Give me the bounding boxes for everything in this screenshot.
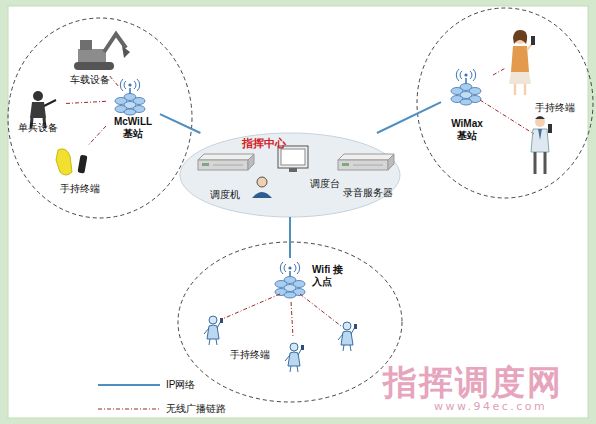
legend-label: IP网络 [166,378,195,392]
wireless-link-extra [300,294,341,326]
wireless-link-extra [220,100,534,326]
device-box: 手持终端 [230,336,310,374]
legend-sample [98,380,160,390]
node-label: WiMax 基站 [447,118,487,142]
node-label: 手持终端 [60,183,100,195]
man-icon [535,116,545,119]
wireless-link [110,76,118,86]
man-icon [531,129,549,152]
wireless-link-extra [480,100,534,134]
man-icon [538,129,542,140]
handheld-icon [56,149,72,175]
console-icon [252,192,272,198]
device-box: 手持终端 [45,145,115,195]
watermark: 指挥调度网 [383,360,563,406]
console-icon [289,168,297,172]
excavator-icon [78,49,106,62]
frame [8,6,588,418]
wimax-tower [451,69,481,105]
soldier-icon [33,91,43,101]
legend-label: 无线广播链路 [166,402,226,416]
device-box: 调度机 [195,153,255,201]
excavator-icon [80,40,92,50]
device-box: 车载设备 [55,30,125,86]
woman-icon [509,30,535,95]
watermark: www.94ec.com [434,400,547,413]
device-box: 单兵设备 [12,86,64,134]
excavator-icon [74,34,130,70]
wireless-link [291,302,293,336]
man-icon [531,116,552,174]
excavator-icon [122,46,130,58]
network-areas [417,8,593,198]
woman-icon [509,72,531,84]
console-icon [278,146,308,168]
node-label: McWiLL 基站 [111,116,155,140]
woman-icon [531,36,535,45]
network-areas [178,242,402,402]
device-box: Wifi 接入点 [268,258,352,302]
handheld-user [285,343,304,372]
network-areas [8,8,593,402]
node-label: 车载设备 [70,74,110,86]
device-box: WiMax 基站 [441,66,493,142]
console-icon [257,177,267,187]
wifi-tower [275,262,305,298]
soldier-icon [44,100,56,106]
device-box: 调度台 [272,142,340,190]
node-label: Wifi 接入点 [312,264,352,288]
node-label: 调度台 [310,178,340,190]
man-icon [535,152,545,174]
node-label: 单兵设备 [18,122,58,134]
console-icon [252,146,308,198]
server-icon [198,154,254,170]
node-label: 手持终端 [535,102,575,114]
command-center-area: 指挥中心调度机 调度台录音服务器 [180,133,400,217]
node-label: 调度机 [210,189,240,201]
ip-link [289,217,291,258]
wireless-link [64,101,106,103]
ip-link [160,114,200,133]
handheld-icon [77,155,87,174]
device-box: 手持终端 [505,22,575,114]
mcwill-tower [115,79,145,115]
man-icon [535,117,545,127]
handheld-user [204,316,223,345]
ip-link [377,102,441,133]
device-box: 录音服务器 [336,153,400,199]
node-label: 录音服务器 [343,187,393,199]
man-icon [548,124,552,133]
device-box: McWiLL 基站 [106,76,160,140]
excavator-icon [74,62,114,70]
network-areas [8,18,192,218]
legend-row: IP网络 [98,373,226,397]
legend: IP网络无线广播链路 [98,373,226,421]
woman-icon [515,84,525,95]
legend-row: 无线广播链路 [98,397,226,421]
woman-icon [511,46,529,72]
console-icon [281,149,305,165]
network-areas [180,133,400,217]
wireless-link-extra [220,294,280,320]
server-icon [338,154,394,170]
node-label: 指挥中心 [242,137,286,149]
wireless-link [88,126,106,145]
woman-icon [513,30,527,44]
handheld-icon [56,149,88,175]
handheld-user [338,322,357,351]
legend-line [98,384,160,386]
legend-line [98,409,160,410]
node-label: 手持终端 [230,349,270,361]
wireless-link [493,68,505,75]
soldier-icon [30,102,46,118]
legend-sample [98,404,160,414]
